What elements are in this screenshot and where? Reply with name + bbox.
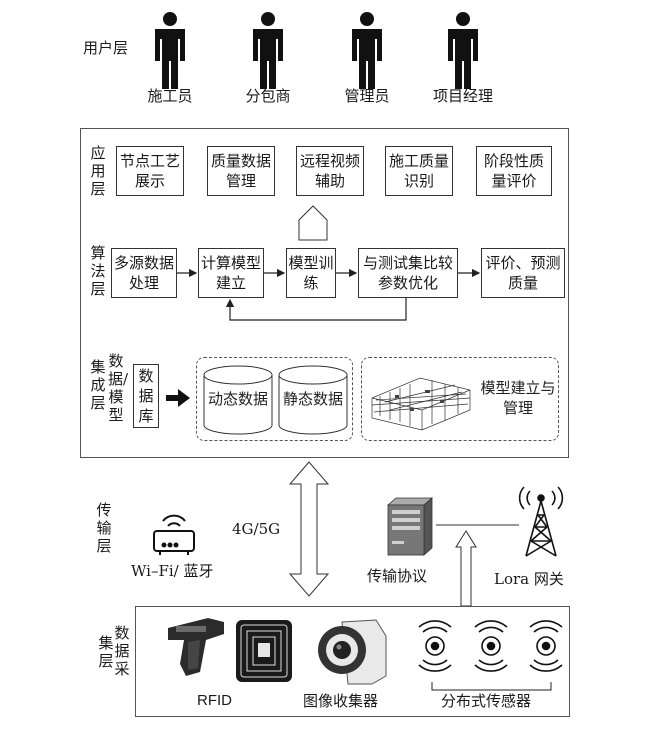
user-administrator: 管理员 xyxy=(344,87,390,105)
platform-frame xyxy=(80,128,569,458)
rfid-reader-icon xyxy=(168,618,224,676)
algo-training: 模型训练 xyxy=(286,248,336,298)
application-layer-label: 应用层 xyxy=(90,144,106,198)
camera-icon xyxy=(318,619,387,685)
database-box: 数据库 xyxy=(133,364,159,428)
dynamic-data-label: 动态数据 xyxy=(207,390,268,408)
sensor-bracket xyxy=(431,682,552,691)
person-icon xyxy=(253,12,283,89)
user-subcontractor: 分包商 xyxy=(245,87,291,105)
data-storage-group xyxy=(196,357,353,441)
collection-frame xyxy=(135,606,570,717)
up-arrow-shape xyxy=(298,205,328,241)
algo-model-building: 计算模型建立 xyxy=(198,248,264,298)
sensor-icon xyxy=(474,620,508,672)
collection-layer-label-right: 数据采 xyxy=(114,624,130,678)
user-construction-worker: 施工员 xyxy=(147,87,193,105)
person-icon xyxy=(155,12,185,89)
lora-gateway-label: Lora 网关 xyxy=(494,570,564,588)
protocol-label: 传输协议 xyxy=(367,567,428,585)
sensor-label: 分布式传感器 xyxy=(441,692,532,710)
algorithm-layer-label: 算法层 xyxy=(90,244,106,298)
app-node-process: 节点工艺展示 xyxy=(116,146,184,196)
user-icons xyxy=(155,12,478,89)
camera-label: 图像收集器 xyxy=(303,692,379,710)
app-remote-video: 远程视频辅助 xyxy=(296,146,364,196)
collection-layer-label-left: 集层 xyxy=(98,634,114,670)
static-data-label: 静态数据 xyxy=(282,390,343,408)
app-quality-data: 质量数据管理 xyxy=(207,146,275,196)
model-management-group xyxy=(361,357,559,441)
user-layer-label: 用户层 xyxy=(83,39,129,57)
algo-optimization: 与测试集比较参数优化 xyxy=(358,248,458,298)
sensor-icon xyxy=(529,620,563,672)
app-quality-recognition: 施工质量识别 xyxy=(385,146,453,196)
person-icon xyxy=(352,12,382,89)
model-management-label: 模型建立与管理 xyxy=(480,379,556,417)
transport-layer-label: 传输层 xyxy=(96,501,112,555)
antenna-tower-icon xyxy=(518,486,564,557)
rfid-label: RFID xyxy=(197,692,232,709)
sensor-icon xyxy=(418,620,452,672)
wifi-router-icon xyxy=(153,514,195,555)
user-project-manager: 项目经理 xyxy=(432,87,493,105)
data-model-label: 数据/模型 xyxy=(108,352,129,424)
app-stage-evaluation: 阶段性质量评价 xyxy=(476,146,552,196)
cellular-label: 4G/5G xyxy=(232,520,281,538)
integration-layer-label: 集成层 xyxy=(90,358,106,412)
bidirectional-arrow xyxy=(288,461,330,597)
person-icon xyxy=(448,12,478,89)
algo-multisource: 多源数据处理 xyxy=(111,248,177,298)
rfid-tag-icon xyxy=(236,620,292,682)
wifi-bluetooth-label: Wi–Fi/ 蓝牙 xyxy=(131,562,214,580)
algo-evaluation: 评价、预测质量 xyxy=(481,248,565,298)
server-icon xyxy=(386,497,434,556)
